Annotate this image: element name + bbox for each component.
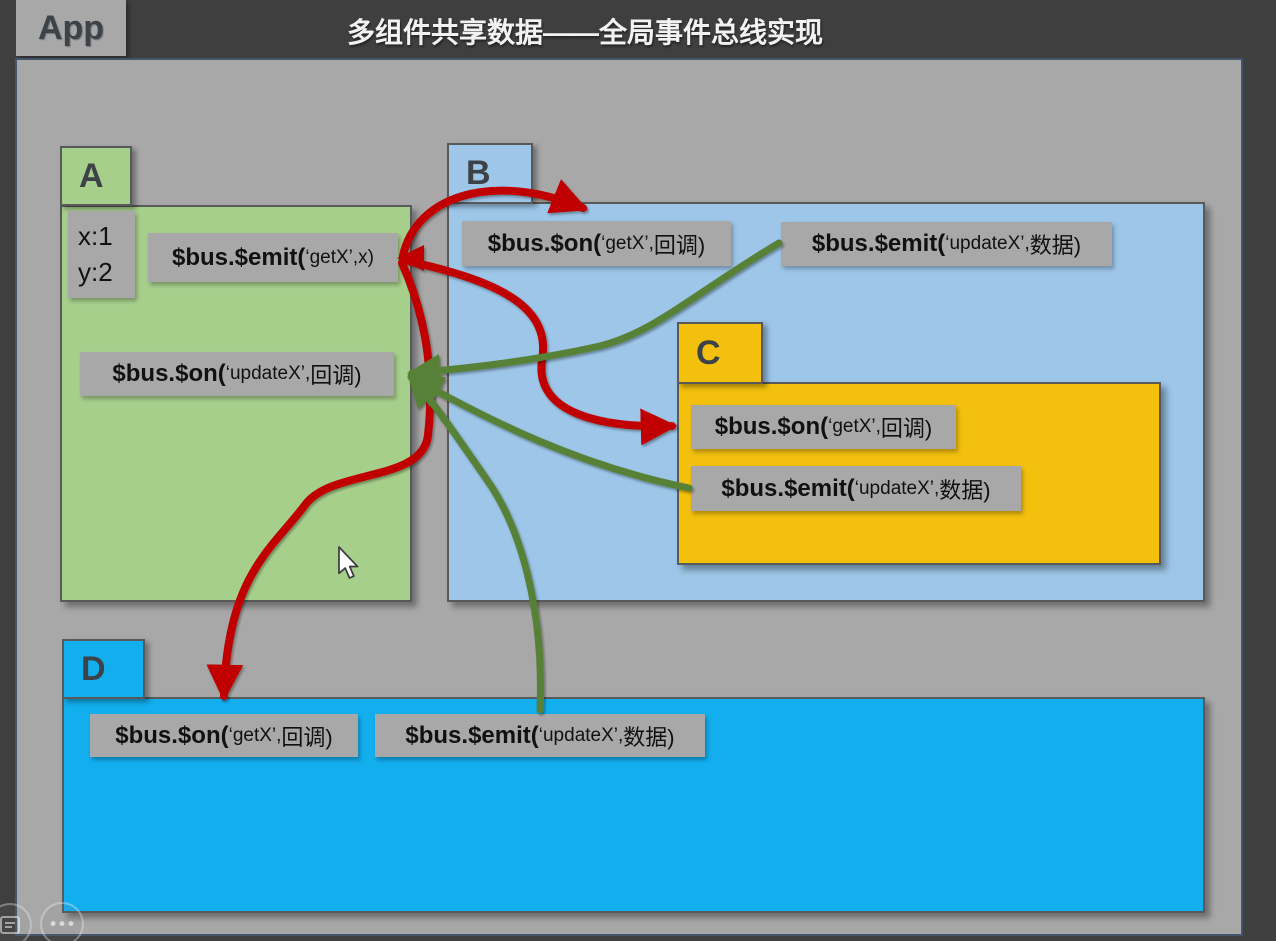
a-emit-getx-label: $bus.$emit(‘getX’,x) <box>148 233 398 282</box>
code-tail: 回调) <box>880 416 933 441</box>
code-mid: ‘updateX’, <box>854 477 940 499</box>
code-tail: 数据) <box>623 724 675 750</box>
component-d-tab: D <box>62 639 145 699</box>
code-mid: ‘getX’, <box>228 724 282 746</box>
code-tail: 数据) <box>1029 233 1082 258</box>
code-tail: 回调) <box>310 363 362 388</box>
d-on-getx-label: $bus.$on(‘getX’,回调) <box>90 714 358 757</box>
code-head: $bus.$on( <box>487 229 602 257</box>
code-mid: ‘updateX’, <box>225 363 311 384</box>
component-b-name: B <box>466 154 491 192</box>
c-on-getx-label: $bus.$on(‘getX’,回调) <box>691 405 956 449</box>
ellipsis-icon: ••• <box>50 914 77 933</box>
code-mid: ‘getX’, <box>828 416 881 437</box>
component-b-tab: B <box>447 143 533 204</box>
player-more-button[interactable]: ••• <box>40 902 84 941</box>
note-icon <box>0 916 20 934</box>
code-mid: ‘updateX’, <box>538 724 624 746</box>
code-tail: 回调) <box>281 724 333 750</box>
d-emit-updatex-label: $bus.$emit(‘updateX’,数据) <box>375 714 705 757</box>
code-head: $bus.$on( <box>115 721 229 749</box>
state-y: y:2 <box>78 256 113 287</box>
component-c-tab: C <box>677 322 763 384</box>
component-d-name: D <box>81 649 106 688</box>
code-mid: ‘updateX’, <box>945 233 1030 254</box>
code-head: $bus.$emit( <box>405 721 539 749</box>
component-a-tab: A <box>60 146 132 206</box>
app-root-label: App <box>16 0 126 56</box>
code-head: $bus.$emit( <box>811 230 946 257</box>
component-a-name: A <box>79 156 104 195</box>
app-root-text: App <box>37 8 105 47</box>
b-on-getx-label: $bus.$on(‘getX’,回调) <box>462 221 731 266</box>
state-x: x:1 <box>78 221 113 252</box>
code-tail: 数据) <box>939 477 991 503</box>
b-emit-updatex-label: $bus.$emit(‘updateX’,数据) <box>781 222 1112 266</box>
code-mid: ‘getX’, <box>601 232 654 254</box>
page-title: 多组件共享数据——全局事件总线实现 <box>346 17 824 48</box>
code-head: $bus.$emit( <box>171 243 306 271</box>
code-tail: 回调) <box>653 232 706 258</box>
code-head: $bus.$on( <box>112 360 226 387</box>
code-mid: ‘getX’,x) <box>305 246 374 268</box>
code-head: $bus.$emit( <box>721 474 855 502</box>
a-on-updatex-label: $bus.$on(‘updateX’,回调) <box>80 352 394 396</box>
component-c-name: C <box>696 333 721 372</box>
code-head: $bus.$on( <box>714 413 829 440</box>
c-emit-updatex-label: $bus.$emit(‘updateX’,数据) <box>691 466 1021 511</box>
component-a-state-box: x:1 y:2 <box>68 211 135 298</box>
